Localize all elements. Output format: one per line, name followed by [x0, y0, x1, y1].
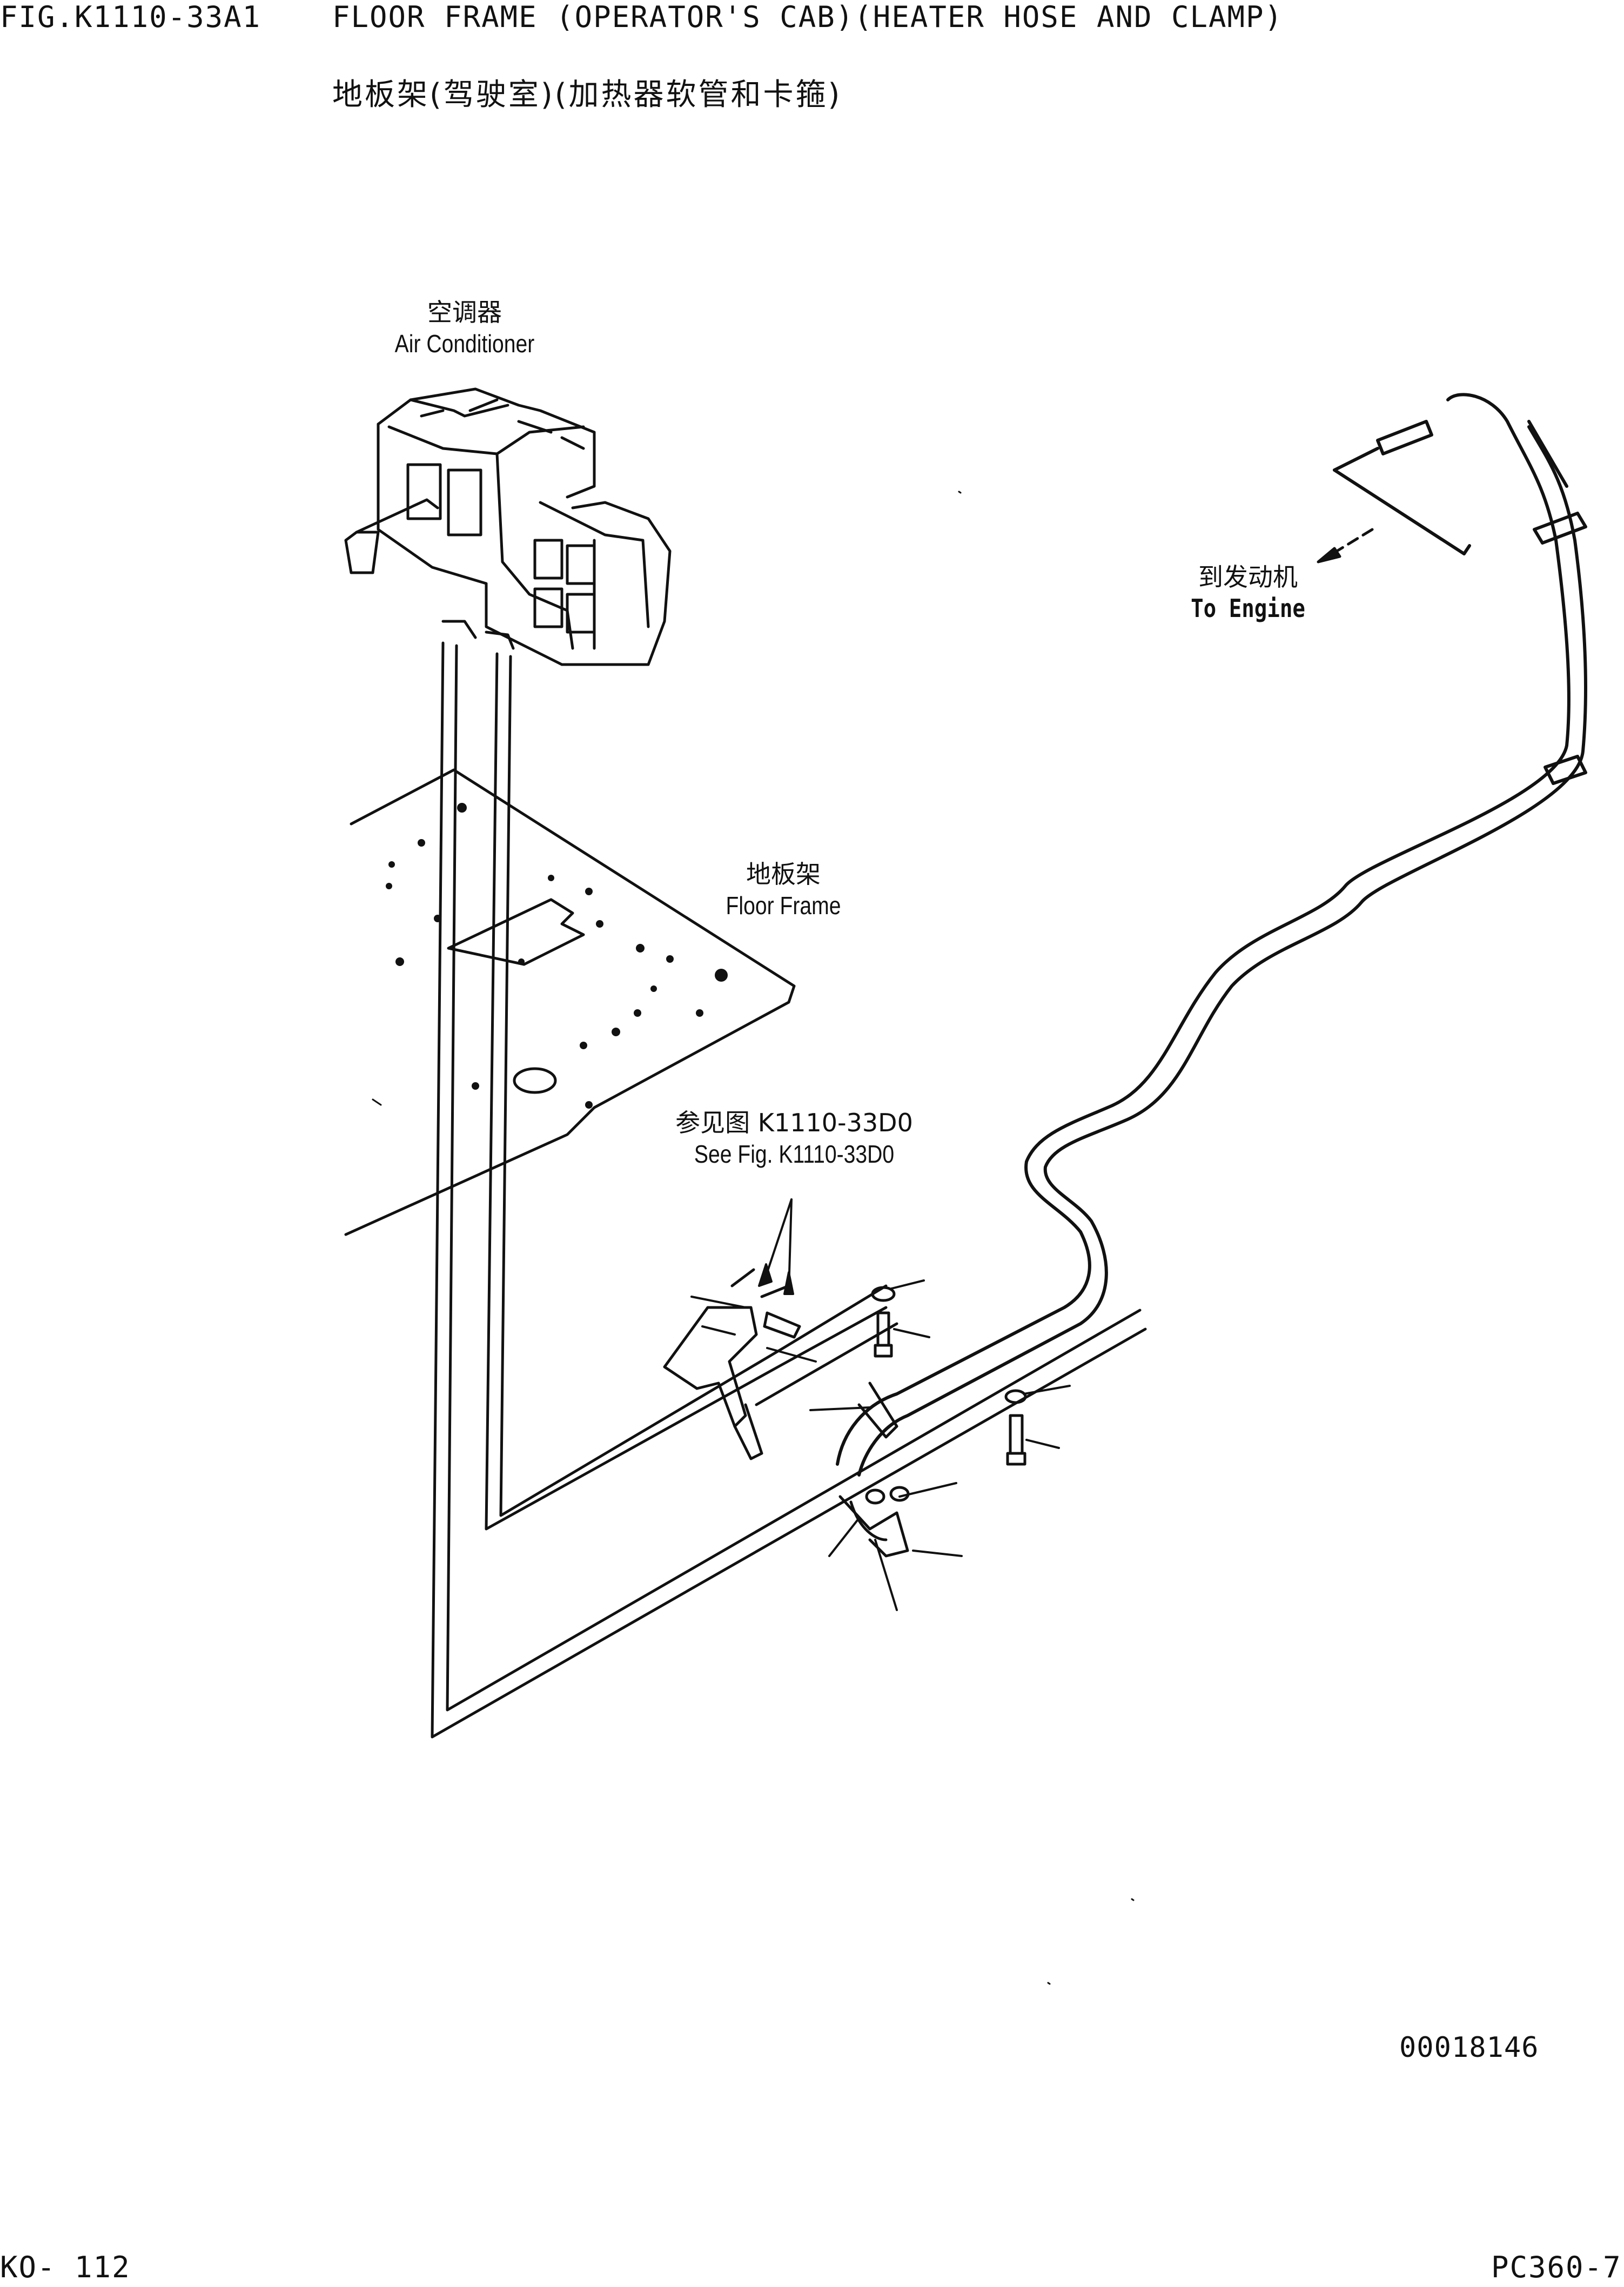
engine-hose [836, 393, 1587, 1477]
see-fig-label-en: See Fig. K1110-33D0 [694, 1139, 895, 1168]
model-number: PC360-7 [1491, 2250, 1622, 2284]
to-engine-label-en: To Engine [1191, 593, 1305, 623]
floor-frame-label-zh: 地板架 [746, 860, 821, 889]
page-number: KO- 112 [0, 2250, 131, 2284]
to-engine-label: 到发动机 To Engine [1156, 562, 1340, 624]
see-fig-label-zh: 参见图 K1110-33D0 [675, 1108, 913, 1137]
air-conditioner-label-en: Air Conditioner [394, 329, 535, 358]
clamp-bracket-assembly [663, 1268, 1027, 1558]
figure-title-en: FLOOR FRAME (OPERATOR'S CAB)(HEATER HOSE… [332, 0, 1284, 34]
air-conditioner-label-zh: 空调器 [427, 298, 502, 327]
floor-frame-label-en: Floor Frame [726, 891, 841, 920]
floor-frame-label: 地板架 Floor Frame [697, 859, 870, 921]
see-fig-arrows [758, 1198, 794, 1295]
air-conditioner-unit [344, 387, 672, 666]
figure-number: FIG.K1110-33A1 [0, 0, 261, 34]
leader-lines [690, 1279, 1071, 1611]
to-engine-arrow [1317, 528, 1374, 564]
see-fig-label: 参见图 K1110-33D0 See Fig. K1110-33D0 [665, 1108, 924, 1170]
figure-title-zh: 地板架(驾驶室)(加热器软管和卡箍) [332, 77, 842, 112]
drawing-number: 00018146 [1399, 2031, 1539, 2064]
air-conditioner-label: 空调器 Air Conditioner [357, 297, 573, 359]
ac-hoses [431, 641, 1147, 1739]
floor-frame [344, 768, 796, 1236]
to-engine-label-zh: 到发动机 [1198, 562, 1298, 592]
floor-frame-holes [386, 803, 728, 1109]
